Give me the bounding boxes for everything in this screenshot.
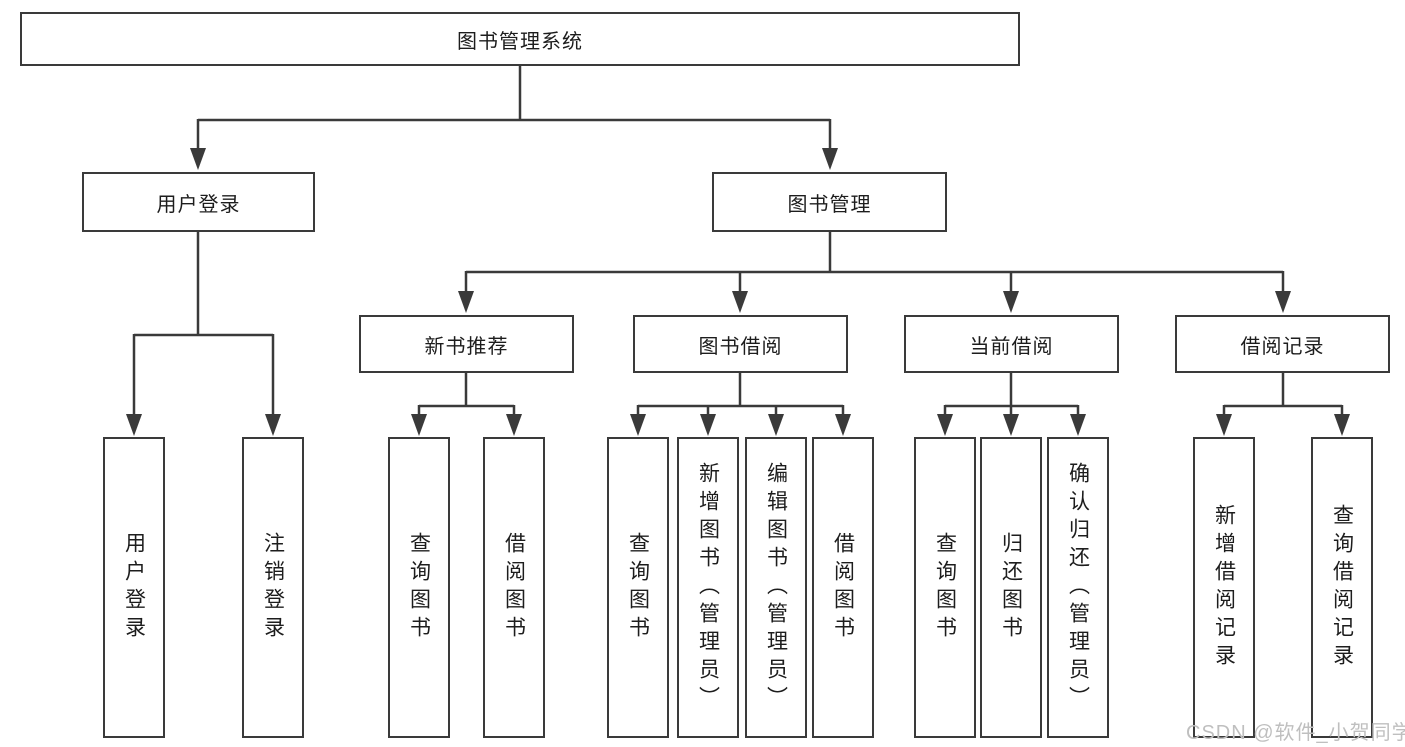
arrowheads-new-book-recommend <box>411 414 522 436</box>
node-label: 当前借阅 <box>969 335 1054 358</box>
arrowhead <box>630 414 646 436</box>
node-label: 借阅记录 <box>1240 335 1325 358</box>
leaf-add-borrow-record: 新增借阅记录 <box>1193 437 1255 738</box>
leaf-edit-book-admin: 编辑图书（管理员） <box>745 437 807 738</box>
arrowhead <box>1070 414 1086 436</box>
arrowhead <box>1275 291 1291 313</box>
leaf-label: 借阅图书 <box>831 531 855 644</box>
leaf-query-borrow-record: 查询借阅记录 <box>1311 437 1373 738</box>
connector-user-login <box>132 232 275 416</box>
node-label: 图书管理 <box>787 193 872 216</box>
leaf-borrow-book-recommend: 借阅图书 <box>483 437 545 738</box>
leaf-logout: 注销登录 <box>242 437 304 738</box>
arrowhead <box>190 148 206 170</box>
leaf-label: 新增图书（管理员） <box>696 461 720 714</box>
arrowhead <box>1334 414 1350 436</box>
arrowhead <box>1003 291 1019 313</box>
arrowhead <box>411 414 427 436</box>
arrowhead <box>732 291 748 313</box>
leaf-label: 注销登录 <box>261 531 285 644</box>
arrowhead <box>937 414 953 436</box>
arrowhead <box>126 414 142 436</box>
node-new-book-recommend: 新书推荐 <box>359 315 574 373</box>
arrowhead <box>1216 414 1232 436</box>
arrowhead <box>768 414 784 436</box>
csdn-watermark: CSDN @软件_小贺同学 <box>1186 722 1405 744</box>
arrowhead <box>506 414 522 436</box>
leaf-borrow-book: 借阅图书 <box>812 437 874 738</box>
connector-new-book-recommend <box>417 373 516 416</box>
connector-book-management <box>464 232 1285 293</box>
leaf-return-book: 归还图书 <box>980 437 1042 738</box>
connector-root-to-level2 <box>196 66 832 150</box>
arrowheads-current-borrow <box>937 414 1086 436</box>
node-label: 用户登录 <box>156 193 241 216</box>
arrowhead <box>822 148 838 170</box>
node-label: 图书管理系统 <box>457 30 583 53</box>
leaf-label: 用户登录 <box>122 531 146 644</box>
arrowhead <box>835 414 851 436</box>
arrowhead <box>1003 414 1019 436</box>
leaf-user-login: 用户登录 <box>103 437 165 738</box>
connector-current-borrow <box>943 373 1080 416</box>
connector-borrow-records <box>1222 373 1344 416</box>
node-label: 新书推荐 <box>424 335 509 358</box>
node-label: 图书借阅 <box>698 335 783 358</box>
arrowheads-level2 <box>190 148 838 170</box>
node-borrow-records: 借阅记录 <box>1175 315 1390 373</box>
arrowheads-user-login <box>126 414 281 436</box>
node-user-login: 用户登录 <box>82 172 315 232</box>
leaf-query-book-recommend: 查询图书 <box>388 437 450 738</box>
leaf-label: 确认归还（管理员） <box>1066 461 1090 714</box>
leaf-add-book-admin: 新增图书（管理员） <box>677 437 739 738</box>
leaf-confirm-return-admin: 确认归还（管理员） <box>1047 437 1109 738</box>
leaf-query-book-borrow: 查询图书 <box>607 437 669 738</box>
node-current-borrow: 当前借阅 <box>904 315 1119 373</box>
leaf-query-book-current: 查询图书 <box>914 437 976 738</box>
arrowhead <box>700 414 716 436</box>
arrowheads-borrow-records <box>1216 414 1350 436</box>
leaf-label: 归还图书 <box>999 531 1023 644</box>
leaf-label: 新增借阅记录 <box>1212 503 1236 672</box>
node-root: 图书管理系统 <box>20 12 1020 66</box>
arrowhead <box>458 291 474 313</box>
leaf-label: 查询图书 <box>407 531 431 644</box>
leaf-label: 查询借阅记录 <box>1330 503 1354 672</box>
node-book-management: 图书管理 <box>712 172 947 232</box>
leaf-label: 查询图书 <box>626 531 650 644</box>
leaf-label: 编辑图书（管理员） <box>764 461 788 714</box>
arrowheads-level3 <box>458 291 1291 313</box>
leaf-label: 借阅图书 <box>502 531 526 644</box>
arrowheads-book-borrow <box>630 414 851 436</box>
connector-book-borrow <box>636 373 845 416</box>
node-book-borrow: 图书借阅 <box>633 315 848 373</box>
leaf-label: 查询图书 <box>933 531 957 644</box>
arrowhead <box>265 414 281 436</box>
